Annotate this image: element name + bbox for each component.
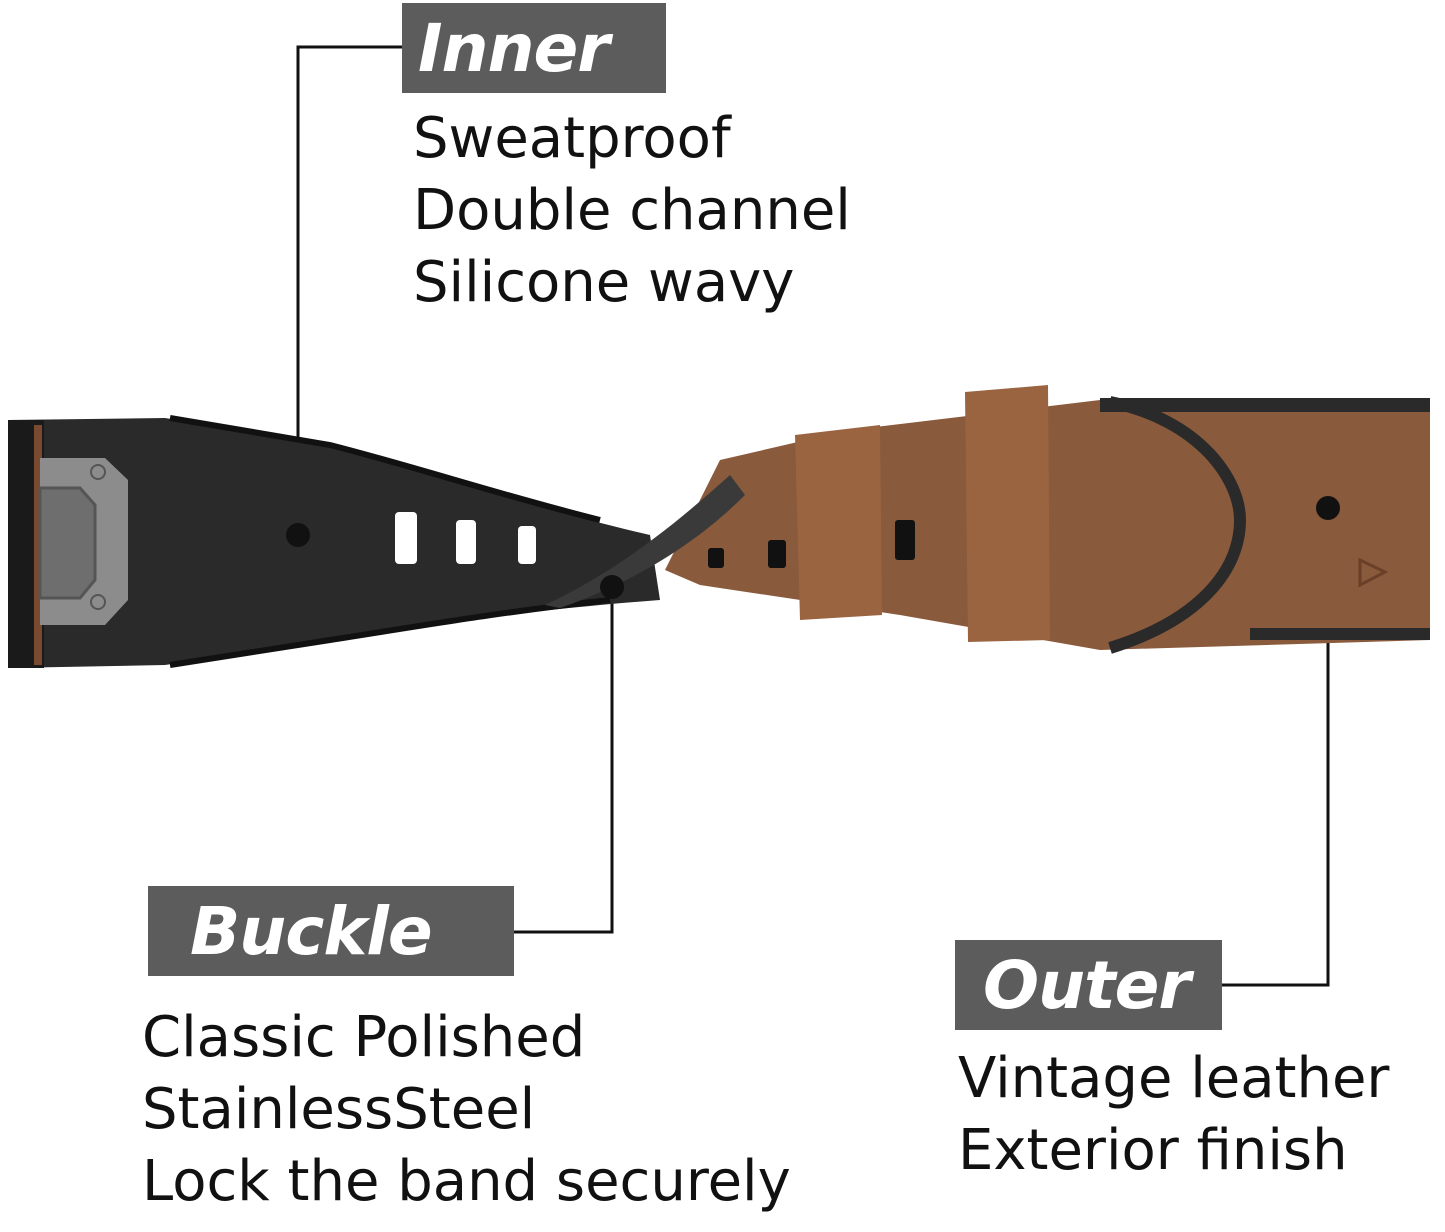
inner-line-1: Sweatproof — [413, 106, 731, 171]
outer-marker-dot — [1316, 496, 1340, 520]
leader-lines — [296, 45, 1330, 987]
buckle-marker-dot — [600, 575, 624, 599]
inner-tag: Inner — [402, 3, 666, 93]
buckle-leader-line — [513, 587, 614, 934]
silicone-strap — [8, 415, 660, 668]
inner-leader-line — [296, 45, 404, 535]
outer-line-2: Exterior finish — [958, 1118, 1348, 1183]
inner-line-3: Silicone wavy — [413, 250, 795, 315]
outer-tag-label: Outer — [983, 946, 1191, 1024]
inner-tag-label: Inner — [418, 9, 610, 87]
inner-line-2: Double channel — [413, 178, 851, 243]
buckle-tag-label: Buckle — [190, 892, 433, 970]
outer-line-1: Vintage leather — [958, 1046, 1390, 1111]
inner-description: Sweatproof Double channel Silicone wavy — [413, 103, 851, 319]
buckle-prong — [545, 475, 745, 608]
buckle-line-3: Lock the band securely — [142, 1149, 791, 1214]
buckle-line-1: Classic Polished — [142, 1005, 586, 1070]
buckle-line-2: StainlessSteel — [142, 1077, 536, 1142]
inner-marker-dot — [286, 523, 310, 547]
quick-release-lug — [38, 458, 128, 625]
outer-tag: Outer — [955, 940, 1222, 1030]
outer-leader-line — [1220, 508, 1330, 987]
buckle-description: Classic Polished StainlessSteel Lock the… — [142, 1002, 791, 1218]
outer-description: Vintage leather Exterior finish — [958, 1043, 1389, 1187]
leather-strap — [665, 385, 1430, 654]
buckle-tag: Buckle — [148, 886, 514, 976]
